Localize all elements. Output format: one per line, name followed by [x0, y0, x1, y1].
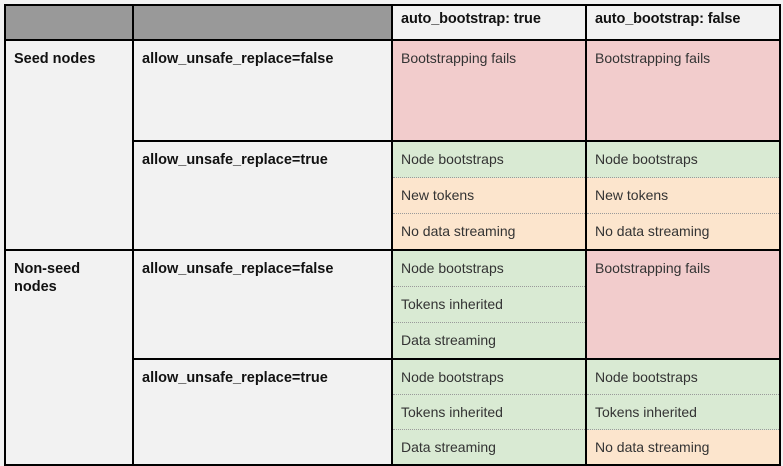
- outcome-cell-false: Node bootstraps New tokens No data strea…: [585, 140, 781, 251]
- outcome-cell-true: Node bootstraps Tokens inherited Data st…: [391, 358, 587, 466]
- outcome-stack: Node bootstraps Tokens inherited No data…: [587, 360, 779, 464]
- outcome-item: No data streaming: [587, 430, 779, 464]
- outcome-item: Data streaming: [393, 323, 585, 358]
- outcome-item: Data streaming: [393, 430, 585, 464]
- config-label: allow_unsafe_replace=false: [132, 249, 393, 360]
- outcome-cell-false: Bootstrapping fails: [585, 249, 781, 360]
- outcome-stack: Bootstrapping fails: [587, 251, 779, 358]
- outcome-item: Node bootstraps: [393, 251, 585, 287]
- outcome-item: Bootstrapping fails: [587, 41, 779, 140]
- table-row: Seed nodes allow_unsafe_replace=false Bo…: [4, 39, 781, 251]
- group-label-seed-nodes: Seed nodes: [4, 39, 134, 251]
- outcome-item: Bootstrapping fails: [393, 41, 585, 140]
- outcome-cell-true: Bootstrapping fails: [391, 39, 587, 142]
- outcome-stack: Bootstrapping fails: [587, 41, 779, 140]
- outcome-item: Bootstrapping fails: [587, 251, 779, 358]
- outcome-item: Tokens inherited: [393, 395, 585, 430]
- outcome-item: No data streaming: [393, 214, 585, 249]
- table-header-row: auto_bootstrap: true auto_bootstrap: fal…: [4, 4, 781, 41]
- outcome-stack: Node bootstraps Tokens inherited Data st…: [393, 251, 585, 358]
- table-row: allow_unsafe_replace=true Node bootstrap…: [5, 358, 781, 466]
- bootstrap-behavior-matrix: auto_bootstrap: true auto_bootstrap: fal…: [4, 4, 781, 466]
- outcome-item: Node bootstraps: [393, 142, 585, 178]
- group-label-non-seed-nodes: Non-seed nodes: [4, 249, 134, 466]
- outcome-item: No data streaming: [587, 214, 779, 249]
- outcome-item: New tokens: [393, 178, 585, 214]
- outcome-stack: Bootstrapping fails: [393, 41, 585, 140]
- header-auto-bootstrap-true: auto_bootstrap: true: [391, 4, 587, 41]
- table-row: allow_unsafe_replace=true Node bootstrap…: [5, 140, 781, 251]
- outcome-item: Tokens inherited: [393, 287, 585, 323]
- config-label: allow_unsafe_replace=false: [132, 39, 393, 142]
- outcome-item: Tokens inherited: [587, 395, 779, 430]
- outcome-stack: Node bootstraps New tokens No data strea…: [393, 142, 585, 249]
- header-auto-bootstrap-false: auto_bootstrap: false: [585, 4, 781, 41]
- header-group-blank: [4, 4, 134, 41]
- outcome-cell-true: Node bootstraps New tokens No data strea…: [391, 140, 587, 251]
- outcome-item: Node bootstraps: [587, 360, 779, 395]
- header-config-blank: [132, 4, 393, 41]
- table-row: Non-seed nodes allow_unsafe_replace=fals…: [4, 249, 781, 466]
- outcome-stack: Node bootstraps Tokens inherited Data st…: [393, 360, 585, 464]
- outcome-cell-false: Bootstrapping fails: [585, 39, 781, 142]
- table-body: Seed nodes allow_unsafe_replace=false Bo…: [4, 39, 781, 466]
- outcome-cell-false: Node bootstraps Tokens inherited No data…: [585, 358, 781, 466]
- outcome-item: New tokens: [587, 178, 779, 214]
- outcome-item: Node bootstraps: [587, 142, 779, 178]
- outcome-cell-true: Node bootstraps Tokens inherited Data st…: [391, 249, 587, 360]
- config-label: allow_unsafe_replace=true: [132, 358, 393, 466]
- config-label: allow_unsafe_replace=true: [132, 140, 393, 251]
- outcome-item: Node bootstraps: [393, 360, 585, 395]
- outcome-stack: Node bootstraps New tokens No data strea…: [587, 142, 779, 249]
